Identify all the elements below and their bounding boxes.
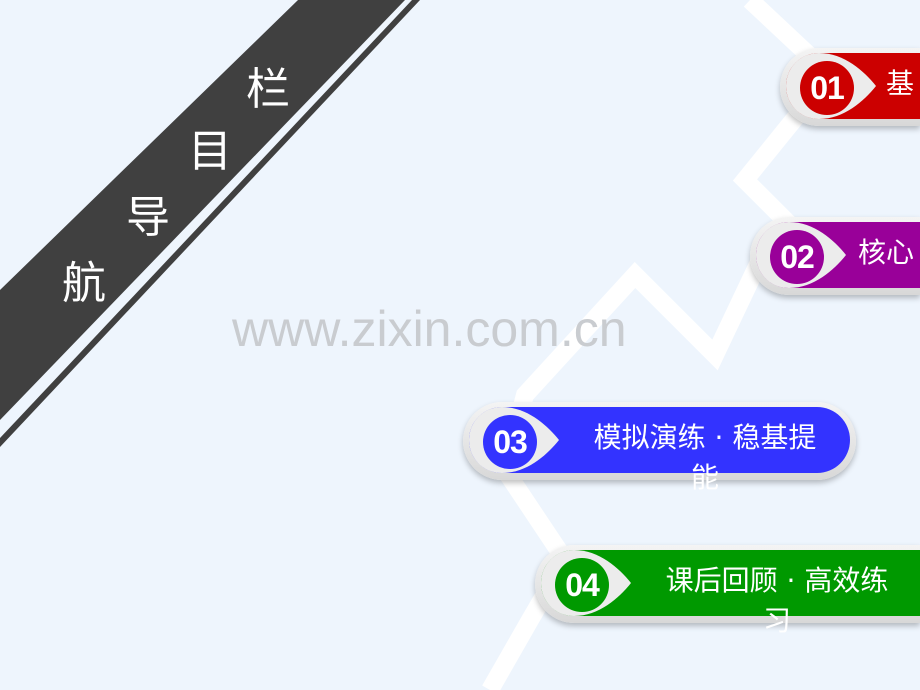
- title-char: 栏: [246, 64, 290, 115]
- diagonal-band: [0, 0, 405, 420]
- title-char: 航: [62, 258, 106, 309]
- title-char: 导: [126, 192, 170, 243]
- item-label: 模拟演练 · 稳基提能: [593, 421, 817, 494]
- item-number: 04: [555, 558, 609, 612]
- nav-item-04[interactable]: 04 课后回顾 · 高效练习: [535, 545, 920, 637]
- title-char: 目: [188, 126, 232, 177]
- nav-item-01[interactable]: 01 基: [780, 48, 920, 126]
- item-number: 01: [800, 61, 854, 115]
- item-label: 核心: [858, 236, 915, 269]
- item-label: 课后回顾 · 高效练习: [665, 564, 889, 637]
- nav-item-02[interactable]: 02 核心: [750, 217, 920, 295]
- nav-item-03[interactable]: 03 模拟演练 · 稳基提能: [463, 402, 856, 494]
- item-label: 基: [886, 67, 915, 100]
- item-number: 02: [770, 230, 824, 284]
- watermark: www.zixin.com.cn: [232, 301, 627, 357]
- diagonal-band-edge: [0, 0, 420, 447]
- item-number: 03: [483, 415, 537, 469]
